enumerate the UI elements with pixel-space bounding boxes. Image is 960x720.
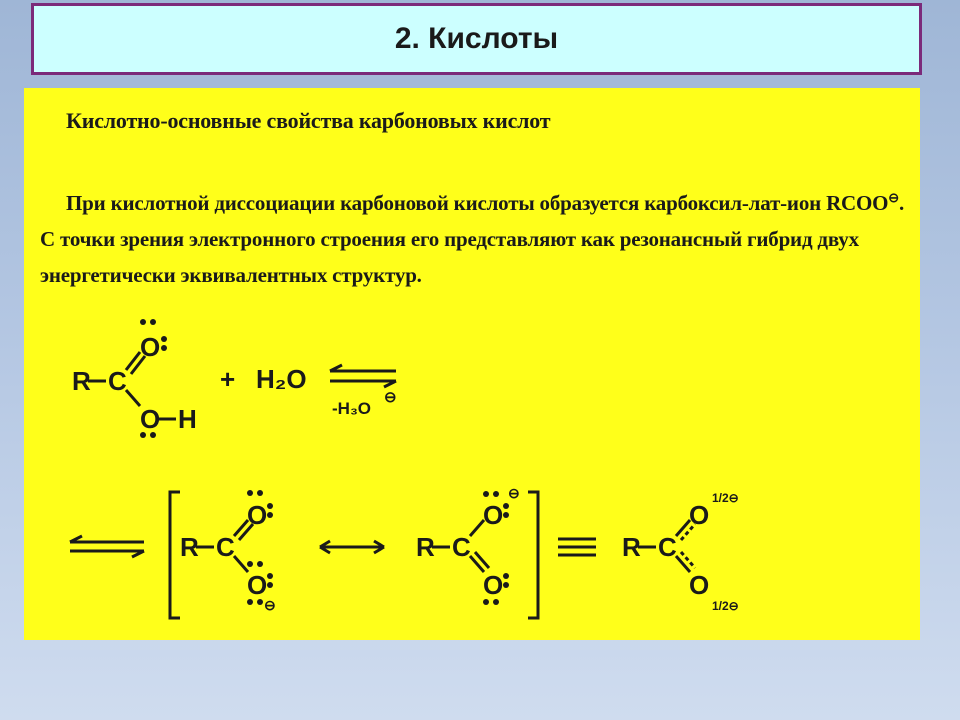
- ion-charge: ⊖: [888, 190, 899, 205]
- reactant-o1: O: [140, 332, 160, 362]
- s1-c: C: [216, 532, 235, 562]
- byproduct-charge: ⊖: [384, 389, 397, 406]
- s3-r: R: [622, 532, 641, 562]
- paragraph-text-2: . С точки зрения электронного строения е…: [40, 191, 905, 287]
- byproduct: -H₃O: [332, 399, 371, 418]
- water: H₂O: [256, 364, 307, 394]
- s3-o2: O: [689, 570, 709, 600]
- s3-half-charge-2: 1/2⊖: [712, 599, 739, 613]
- reactant-o2: O: [140, 404, 160, 434]
- reactant-r: R: [72, 366, 91, 396]
- s1-o2: O: [247, 570, 267, 600]
- s1-r: R: [180, 532, 199, 562]
- s1-charge: ⊖: [264, 597, 276, 613]
- reaction-scheme: R C O O H + H₂O -H₃O ⊖: [69, 319, 739, 620]
- paragraph-text-1: При кислотной диссоциации карбоновой кис…: [66, 191, 889, 215]
- content-panel: Кислотно-основные свойства карбоновых ки…: [24, 88, 920, 640]
- reactant-c: C: [108, 366, 127, 396]
- s2-o2: O: [483, 570, 503, 600]
- s1-o1: O: [247, 500, 267, 530]
- section-heading: Кислотно-основные свойства карбоновых ки…: [66, 108, 551, 133]
- s3-c: C: [658, 532, 677, 562]
- title-box: 2. Кислоты: [31, 3, 922, 75]
- s2-o1: O: [483, 500, 503, 530]
- reactant-h: H: [178, 404, 197, 434]
- s2-c: C: [452, 532, 471, 562]
- s2-charge: ⊖: [508, 485, 520, 501]
- section-paragraph: При кислотной диссоциации карбоновой кис…: [40, 180, 910, 293]
- s3-o1: O: [689, 500, 709, 530]
- s3-half-charge-1: 1/2⊖: [712, 491, 739, 505]
- page-title: 2. Кислоты: [394, 22, 559, 55]
- s2-r: R: [416, 532, 435, 562]
- plus-sign: +: [220, 364, 235, 394]
